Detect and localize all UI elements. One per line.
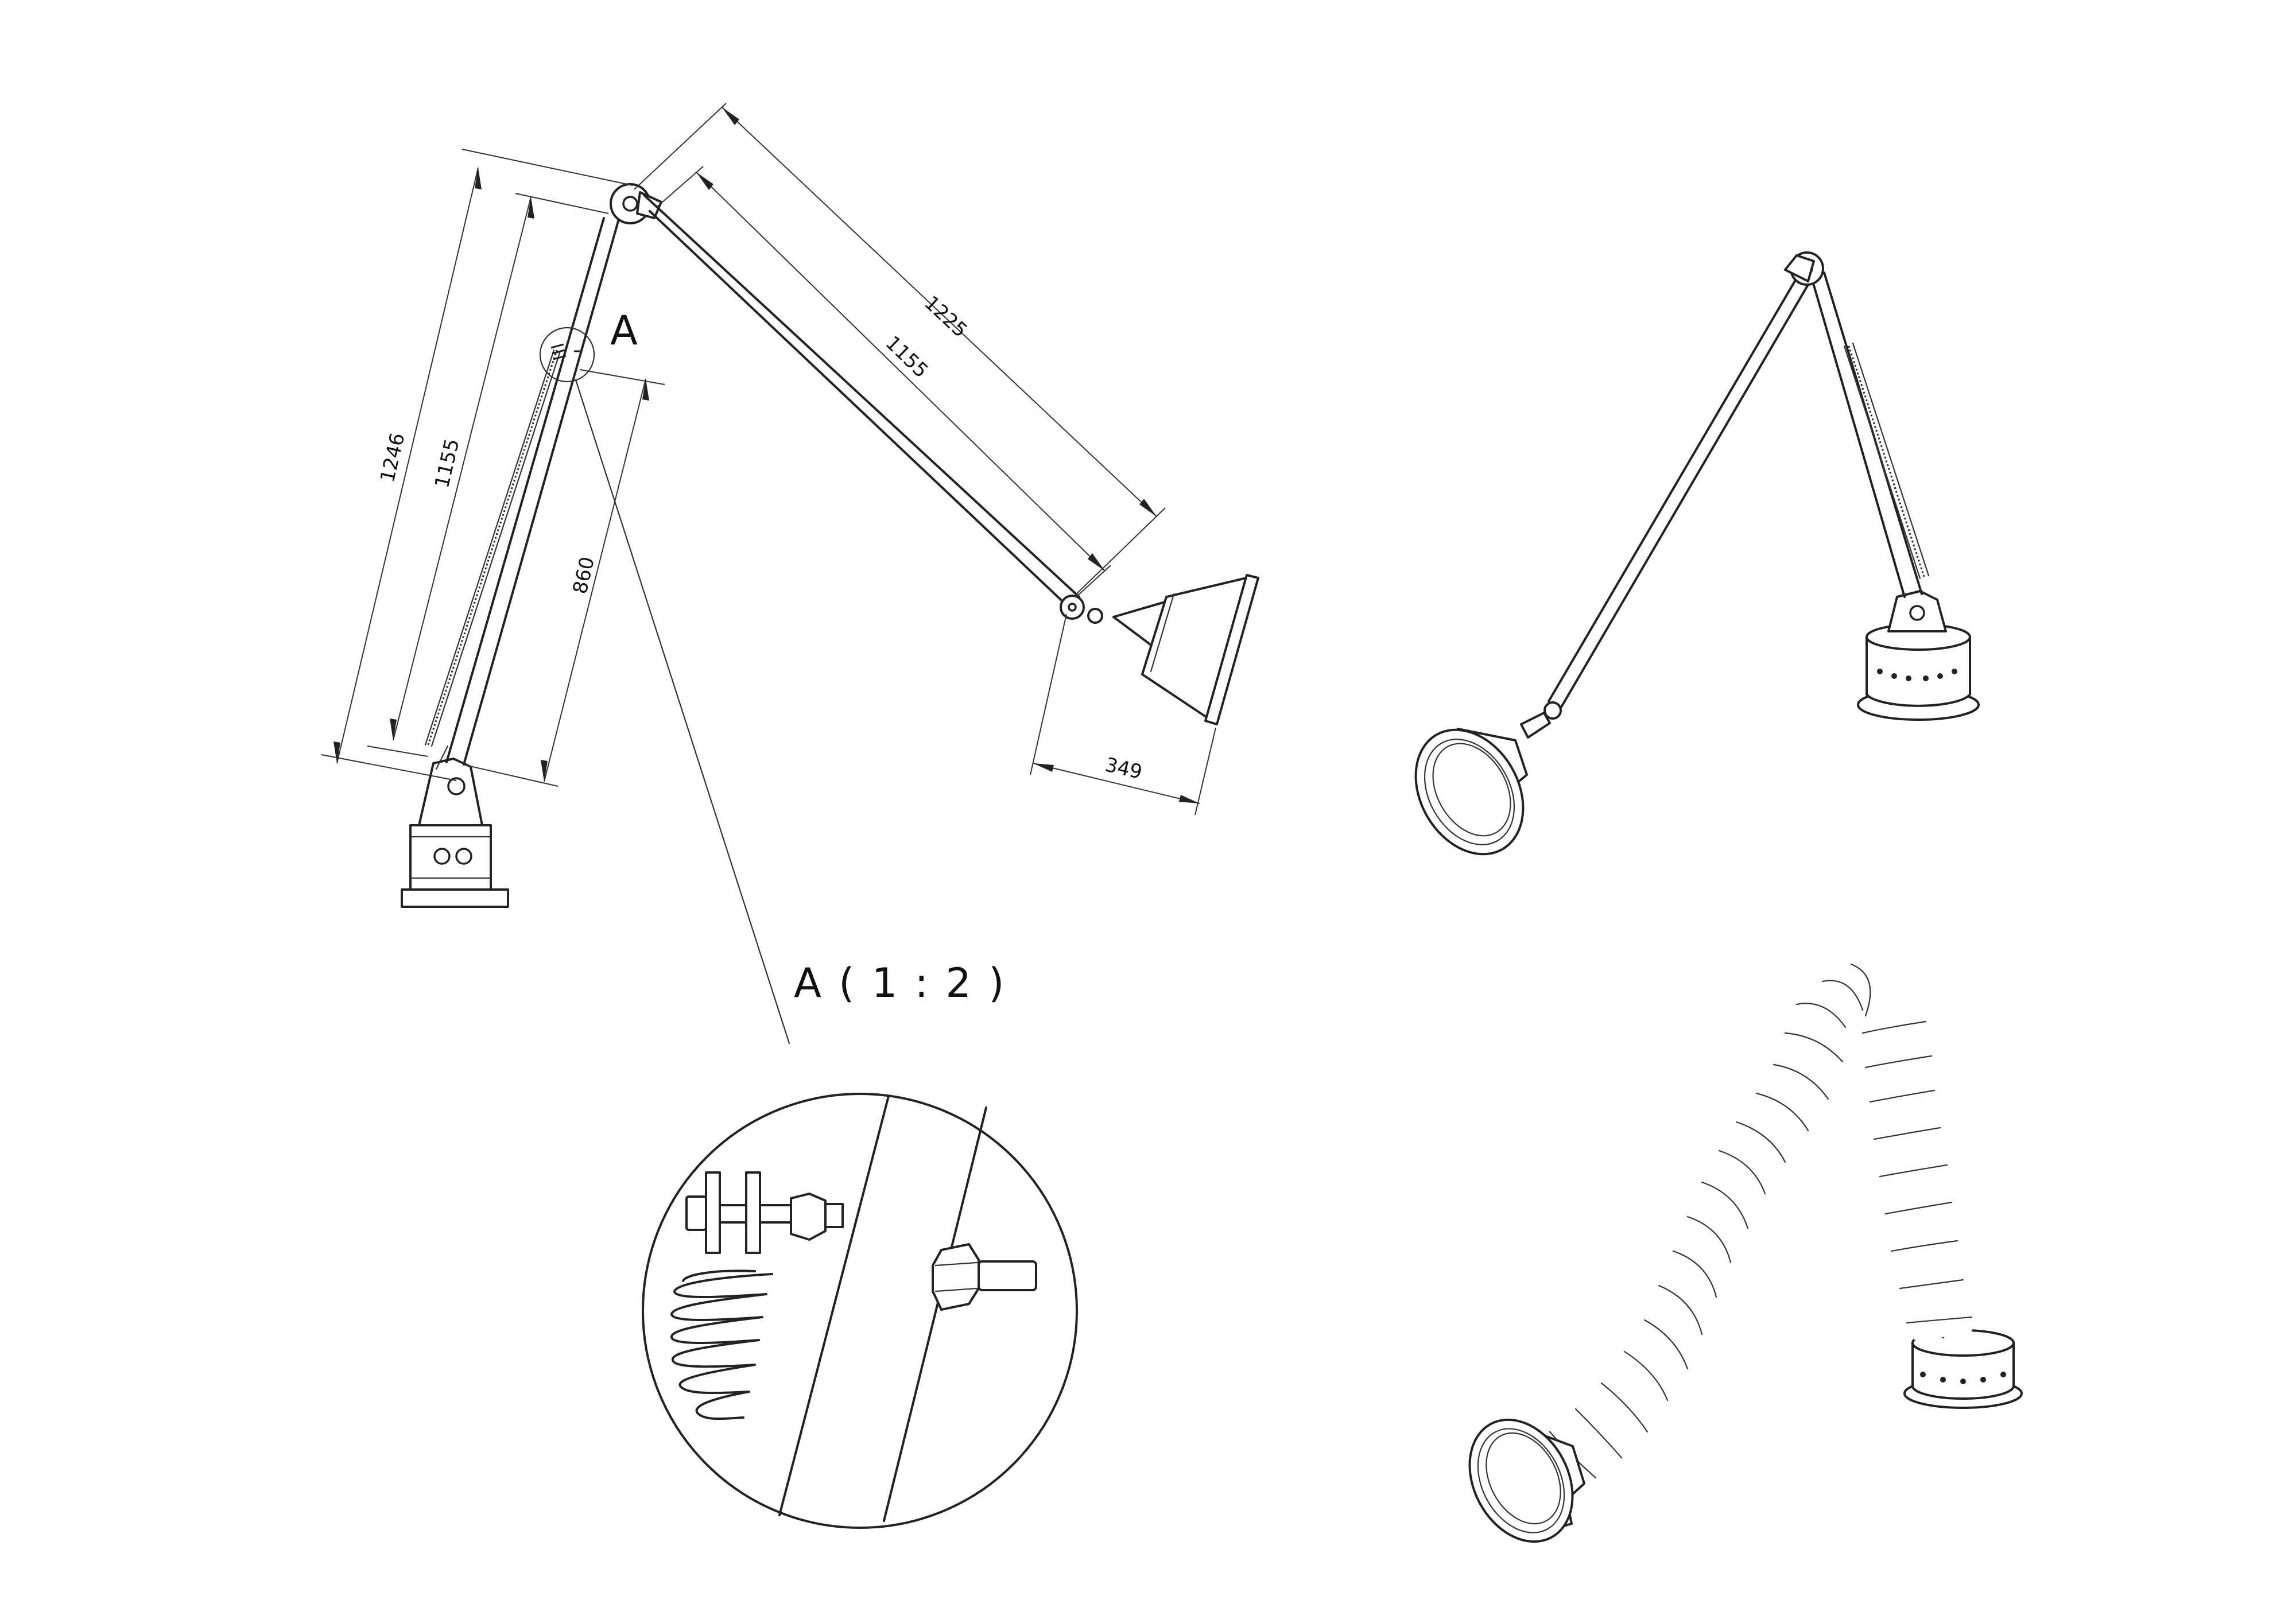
dimension-label-860: 860 [568,554,599,596]
iso-base [1857,590,1980,721]
dimension-label-1155-upper: 1155 [881,332,933,383]
detail-view-a: A ( 1 : 2 ) [642,960,1078,1529]
lower-arm [435,217,620,770]
detail-callout-letter: A [610,307,640,354]
base-mount [401,824,509,908]
detail-callout: A [539,307,790,1045]
lower-arm-spring [424,349,561,747]
iso-lower-arm [1810,271,1930,598]
side-view: A 1246 1155 860 [321,103,1259,1045]
dimension-1155-upper: 1155 [657,166,1111,597]
hose-hood [1468,1418,1585,1543]
lower-bracket [418,758,483,826]
detail-spring [670,1269,773,1420]
iso-upper-arm [1548,279,1809,708]
isometric-view-hose [1468,956,2023,1543]
upper-arm [643,194,1080,609]
spring-bolt [685,1171,844,1254]
iso-top-pivot [1784,251,1824,286]
iso-hood [1414,701,1562,856]
dimension-1246: 1246 [321,149,633,781]
hose-ribs [1549,963,1973,1479]
dimension-860: 860 [464,369,665,787]
isometric-view-arm [1414,251,1980,856]
hose-base [1903,1329,2023,1409]
upper-pivot [610,183,662,224]
detail-stud [932,1243,1037,1311]
dimension-label-349: 349 [1103,753,1144,784]
hood-assembly [1060,574,1259,725]
detail-view-label: A ( 1 : 2 ) [794,960,1006,1007]
